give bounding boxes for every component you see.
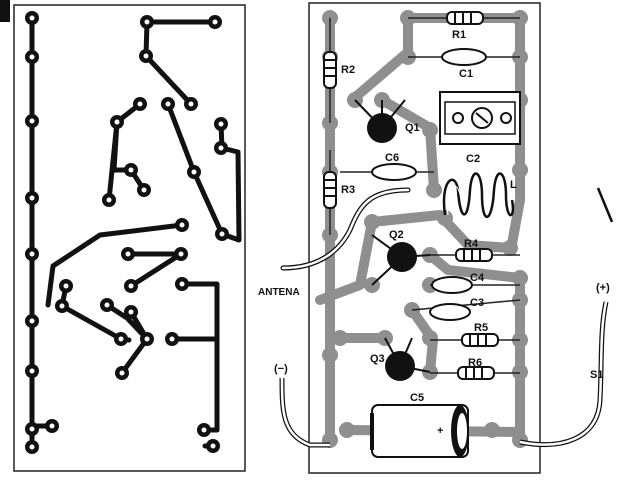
track-layout-panel — [13, 4, 246, 472]
label-c6: C6 — [385, 152, 399, 164]
label-antena: ANTENA — [258, 287, 300, 298]
label-r5: R5 — [474, 322, 488, 334]
resistor-r4 — [430, 248, 520, 262]
stray-mark — [596, 187, 614, 223]
capacitor-c3 — [411, 299, 521, 321]
resistor-r6 — [430, 366, 520, 380]
antenna-wire — [280, 187, 411, 271]
capacitor-c1 — [408, 48, 520, 66]
label-negative: (−) — [274, 363, 288, 375]
label-s1: S1 — [590, 369, 603, 381]
transistor-q2 — [371, 234, 431, 286]
resistor-r2 — [323, 18, 337, 123]
resistor-r1 — [408, 11, 520, 25]
label-q1: Q1 — [405, 122, 420, 134]
corner-marker — [0, 0, 10, 22]
trimmer-capacitor-c2 — [439, 91, 521, 145]
label-c2: C2 — [466, 153, 480, 165]
switch-s1-wire — [519, 301, 609, 448]
track-panel-border — [13, 4, 246, 472]
label-c1: C1 — [459, 68, 473, 80]
transistor-q1 — [354, 99, 406, 143]
label-positive: (+) — [596, 282, 610, 294]
electrolytic-capacitor-c5 — [370, 404, 469, 458]
label-c4: C4 — [470, 272, 485, 284]
label-l: L — [510, 179, 517, 191]
label-c3: C3 — [470, 297, 484, 309]
label-r1: R1 — [452, 29, 466, 41]
resistor-r5 — [430, 333, 520, 347]
label-r2: R2 — [341, 64, 355, 76]
capacitor-c4 — [430, 276, 520, 294]
component-layout-panel — [279, 2, 614, 474]
label-c5: C5 — [410, 392, 424, 404]
negative-wire — [279, 377, 330, 448]
component-labels: R1 C1 R2 Q1 C2 C6 L R3 Q2 R4 C4 C3 R5 Q3… — [258, 29, 610, 437]
resistor-r3 — [323, 150, 337, 235]
capacitor-c6 — [340, 163, 434, 181]
transistor-q3 — [384, 337, 431, 381]
label-q2: Q2 — [389, 229, 404, 241]
label-q3: Q3 — [370, 353, 385, 365]
label-r6: R6 — [468, 357, 482, 369]
copper-pads — [25, 11, 229, 454]
label-r4: R4 — [464, 238, 479, 250]
label-r3: R3 — [341, 184, 355, 196]
inductor-l — [442, 172, 515, 219]
label-c5-plus: + — [437, 425, 443, 437]
